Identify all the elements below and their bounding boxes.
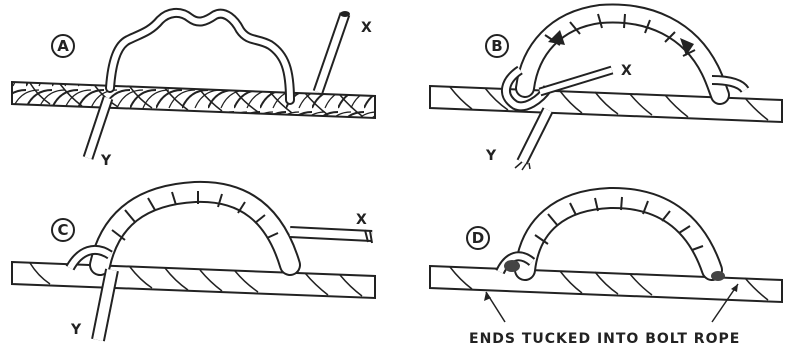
panel-letter-d: D <box>472 229 484 247</box>
end-label-x-b: X <box>621 63 632 79</box>
end-label-x-c: X <box>356 212 367 228</box>
end-label-y-c: Y <box>70 322 82 338</box>
panel-letter-c: C <box>57 221 68 239</box>
panel-c: C X Y <box>12 191 375 340</box>
panel-b: B X Y <box>430 13 782 170</box>
strand-arch-c <box>70 191 290 268</box>
end-label-y-a: Y <box>100 153 112 169</box>
panel-a: A X Y <box>12 11 375 169</box>
panel-letter-b: B <box>491 37 502 55</box>
panel-letter-a: A <box>57 37 69 55</box>
strand-end-x-c <box>290 230 372 243</box>
strand-end-x-a <box>318 11 350 92</box>
strand-end-x-b <box>540 70 612 92</box>
bolt-rope-c <box>12 262 375 298</box>
strand-arch-d <box>500 197 725 281</box>
panel-d: D ENDS TUCKED INTO BOLT ROPE <box>430 197 782 347</box>
end-label-y-b: Y <box>485 148 497 164</box>
end-label-x-a: X <box>361 20 372 36</box>
strand-end-y-b <box>515 110 548 170</box>
caption-ends-tucked: ENDS TUCKED INTO BOLT ROPE <box>469 331 740 347</box>
